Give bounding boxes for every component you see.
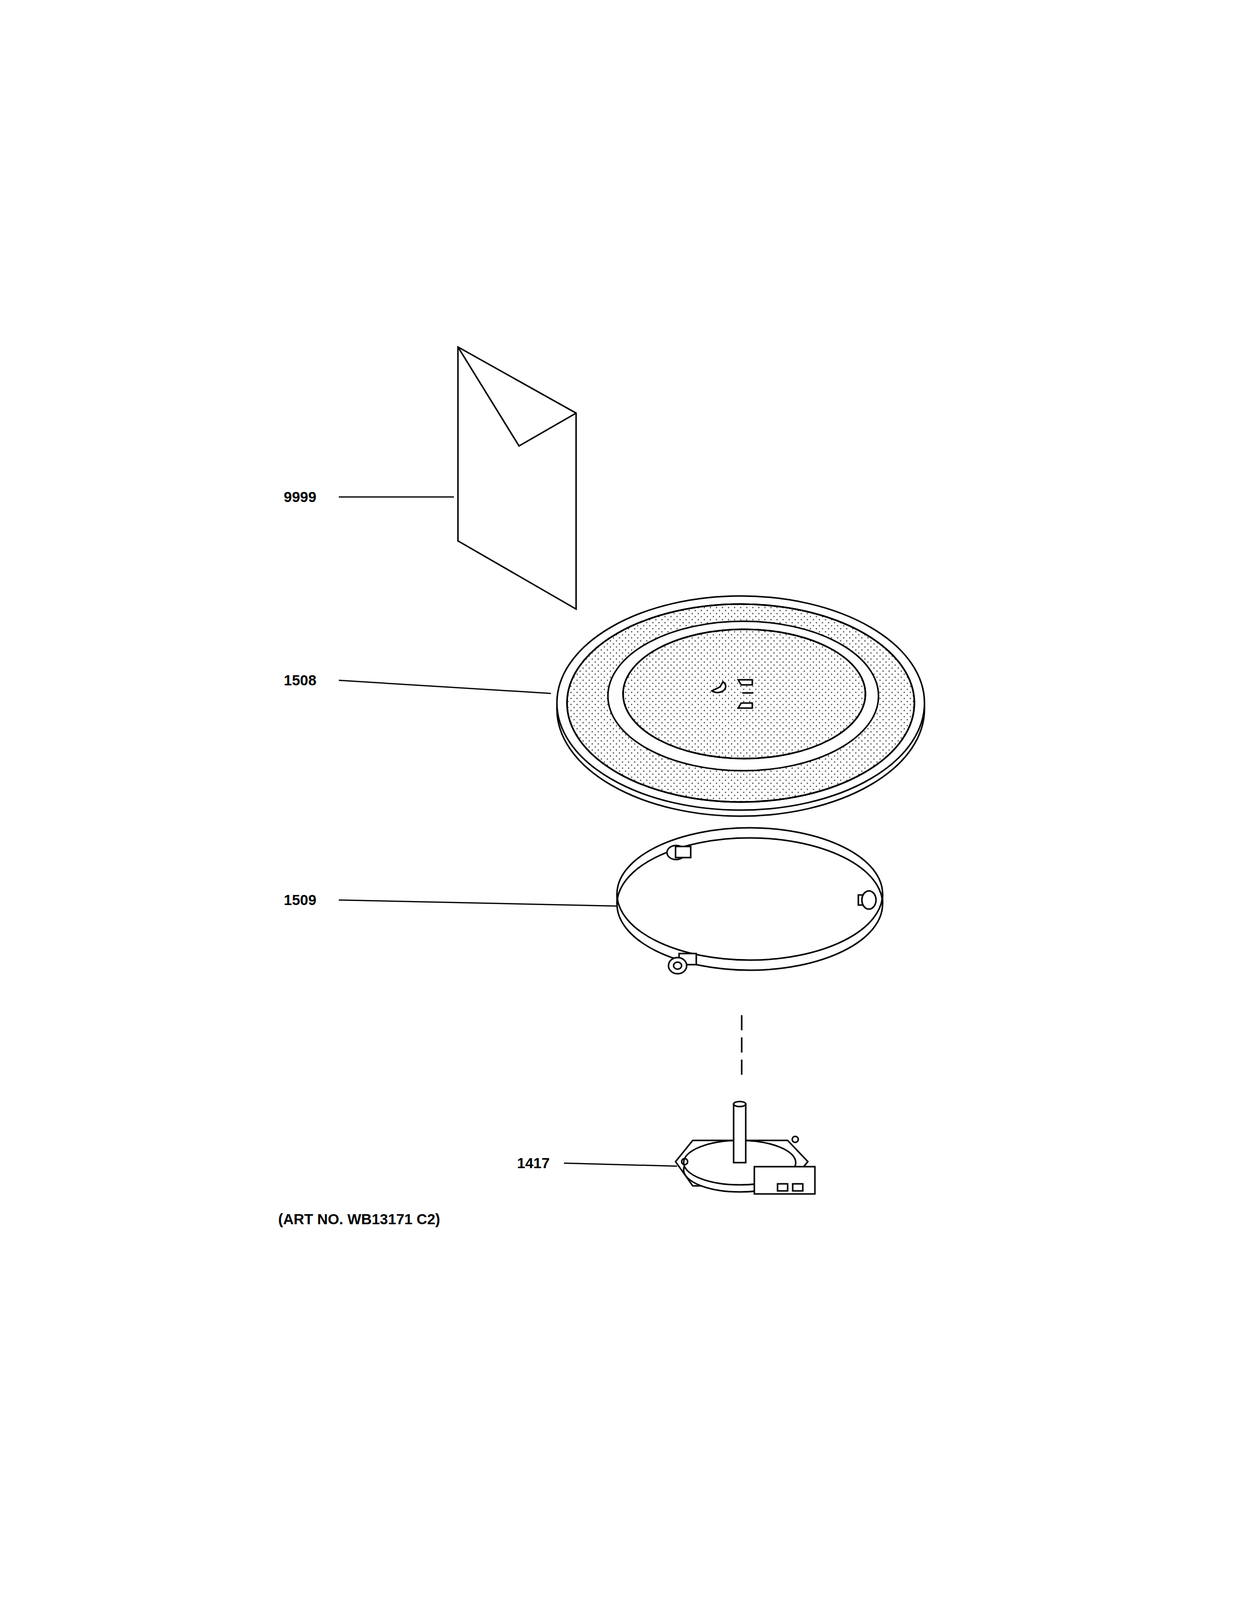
glass-tray <box>556 595 925 816</box>
literature-envelope <box>457 346 577 609</box>
roller-ring <box>616 827 883 974</box>
callout-number: 9999 <box>283 489 317 505</box>
callout-number: 1417 <box>517 1155 550 1171</box>
turntable-motor <box>675 1101 815 1194</box>
center-line <box>741 1014 743 1081</box>
leader-lines <box>338 496 678 1166</box>
art-number: (ART NO. WB13171 C2) <box>278 1211 441 1227</box>
callout-number: 1508 <box>283 673 317 688</box>
callout-number: 1509 <box>283 892 317 908</box>
